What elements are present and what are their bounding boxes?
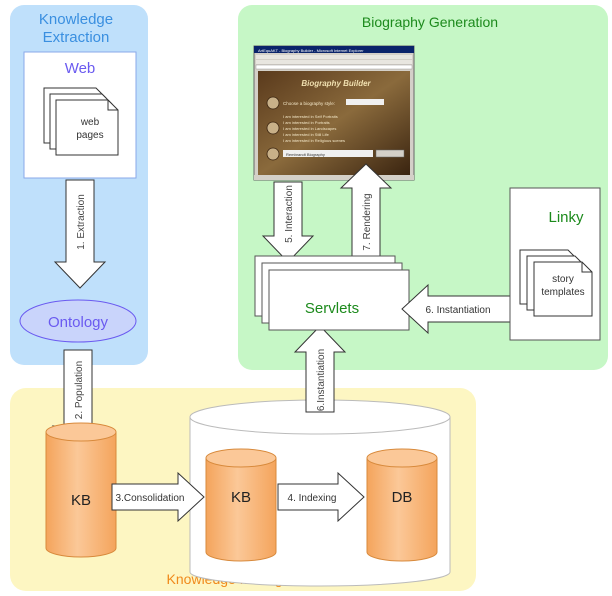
interaction-arrow bbox=[261, 181, 315, 263]
screenshot-option-4: I am interested in Still Life bbox=[283, 132, 330, 137]
instantiation-left-arrow bbox=[401, 283, 511, 335]
web-pages-document-icon bbox=[43, 87, 119, 156]
rendering-arrow bbox=[339, 163, 393, 263]
screenshot-footer: Rembrandt Biography bbox=[286, 152, 325, 157]
servlets-stack bbox=[254, 255, 410, 331]
kb-left-label: KB bbox=[71, 492, 91, 509]
screenshot-option-5: I am interested in Religious scenes bbox=[283, 138, 345, 143]
servlets-label: Servlets bbox=[305, 300, 359, 317]
ontology-node bbox=[19, 299, 137, 343]
linky-title: Linky bbox=[548, 209, 584, 226]
kb-middle-label: KB bbox=[231, 489, 251, 506]
web-pages-label-line2: pages bbox=[76, 130, 103, 141]
knowledge-extraction-title-line2: Extraction bbox=[43, 29, 110, 46]
story-templates-document-icon bbox=[519, 249, 593, 317]
knowledge-extraction-title-line1: Knowledge bbox=[39, 11, 113, 28]
screenshot-window-title: ArtEquAKT - Biography Builder - Microsof… bbox=[258, 48, 364, 53]
instantiation-up-label: 6.Instantiation bbox=[316, 349, 327, 411]
screenshot-option-3: I am interested in Landscapes bbox=[283, 126, 336, 131]
web-pages-label-line1: web bbox=[80, 117, 100, 128]
instantiation-left-label: 6. Instantiation bbox=[425, 305, 490, 316]
story-templates-label-line1: story bbox=[552, 274, 574, 285]
indexing-label: 4. Indexing bbox=[288, 493, 337, 504]
db-label: DB bbox=[392, 489, 413, 506]
extraction-arrow bbox=[53, 179, 107, 289]
biography-generation-title: Biography Generation bbox=[362, 14, 498, 30]
kb-left-cylinder bbox=[45, 422, 117, 558]
consolidation-label: 3.Consolidation bbox=[116, 493, 185, 504]
extraction-label: 1. Extraction bbox=[76, 194, 87, 250]
screenshot-option-1: I am interested in Self Portraits bbox=[283, 114, 338, 119]
consolidation-arrow bbox=[111, 471, 205, 523]
indexing-arrow bbox=[277, 471, 365, 523]
interaction-label: 5. Interaction bbox=[284, 185, 295, 243]
db-cylinder bbox=[366, 448, 438, 562]
biography-builder-screenshot bbox=[253, 45, 415, 181]
rendering-label: 7. Rendering bbox=[362, 193, 373, 250]
screenshot-title: Biography Builder bbox=[301, 79, 371, 88]
population-label: 2. Population bbox=[74, 361, 85, 419]
story-templates-label-line2: templates bbox=[541, 287, 584, 298]
screenshot-prompt: Choose a biography style: bbox=[283, 101, 335, 106]
kb-middle-cylinder bbox=[205, 448, 277, 562]
screenshot-option-2: I am interested in Portraits bbox=[283, 120, 330, 125]
ontology-label: Ontology bbox=[48, 314, 109, 331]
instantiation-up-arrow bbox=[293, 325, 347, 413]
web-title: Web bbox=[65, 60, 96, 77]
